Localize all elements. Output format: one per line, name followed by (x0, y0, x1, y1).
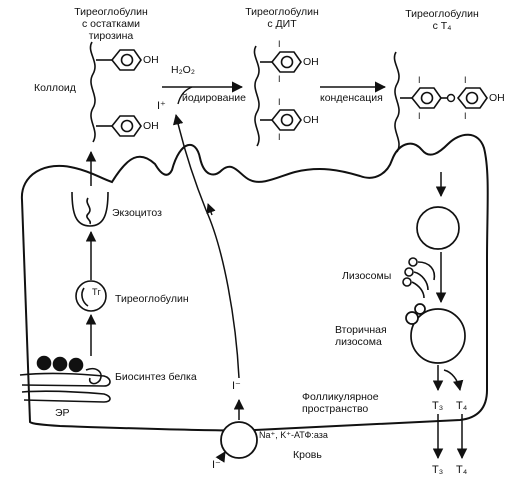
title-line: Тиреоглобулин (245, 6, 319, 18)
lysosomes-group (402, 257, 436, 299)
iodination-label: йодирование (182, 92, 246, 104)
t4-blood-label: T₄ (456, 464, 468, 476)
tyrosine-thyroglobulin-structure (89, 41, 142, 143)
iodine-label: I (464, 111, 467, 121)
iodine-label: I (418, 111, 421, 121)
iodine-label: I (278, 74, 281, 84)
iodide-cell-label: I⁻ (232, 380, 241, 392)
atpase-label: Na⁺, K⁺-АТФ:аза (259, 430, 328, 440)
iodine-label: I (278, 132, 281, 142)
label-line: лизосома (335, 336, 382, 348)
h2o2-label: H₂O₂ (171, 64, 195, 76)
iodide-blood-label: I⁻ (212, 459, 221, 471)
na-k-atpase-pump (220, 421, 258, 459)
iodine-cation-label: I⁺ (157, 100, 166, 112)
follicular-space-label: Фолликулярное пространство (302, 391, 379, 415)
t4-thyroglobulin-structure (393, 51, 488, 153)
label-line: пространство (302, 403, 369, 415)
dit-thyroglobulin-title: Тиреоглобулин с ДИТ (245, 6, 319, 30)
blood-label: Кровь (293, 449, 322, 461)
dit-thyroglobulin-structure (253, 45, 302, 147)
oh-label: OH (143, 120, 159, 132)
ether-oxygen (446, 93, 456, 103)
endocytic-vesicle (416, 206, 460, 250)
title-line: с T₄ (432, 20, 452, 32)
title-line: тирозина (88, 30, 134, 42)
er-ribosomes (19, 355, 111, 403)
protein-synthesis-label: Биосинтез белка (115, 371, 197, 383)
iodine-label: I (278, 97, 281, 107)
golgi-vesicle (75, 280, 107, 312)
arrow-iodide-small (206, 203, 216, 216)
t4-thyroglobulin-title: Тиреоглобулин с T₄ (405, 8, 479, 32)
arrow-lysosome-t4 (443, 369, 464, 392)
title-line: с остатками (81, 18, 141, 30)
t4-cell-label: T₄ (456, 400, 468, 412)
iodide-curve (177, 86, 193, 105)
colloid-label: Коллоид (34, 82, 76, 94)
condensation-label: конденсация (320, 92, 383, 104)
label-line: Фолликулярное (302, 391, 379, 403)
tyrosine-thyroglobulin-title: Тиреоглобулин с остатками тирозина (74, 6, 148, 42)
cell-membrane (20, 133, 489, 432)
iodine-label: I (418, 75, 421, 85)
t3-cell-label: T₃ (432, 400, 444, 412)
arrow-blood-to-pump (215, 451, 226, 463)
lysosomes-label: Лизосомы (342, 270, 392, 282)
arrow-iodide-to-colloid (172, 113, 240, 379)
iodine-label: I (464, 75, 467, 85)
oh-label: OH (303, 114, 319, 126)
oh-label: OH (489, 92, 505, 104)
oh-label: OH (303, 56, 319, 68)
oh-label: OH (143, 54, 159, 66)
iodine-label: I (278, 39, 281, 49)
t3-blood-label: T₃ (432, 464, 444, 476)
title-line: с ДИТ (267, 18, 297, 30)
er-label: ЭР (55, 407, 70, 419)
secondary-lysosome-label: Вторичная лизосома (335, 324, 387, 348)
title-line: Тиреоглобулин (74, 6, 148, 18)
thyroglobulin-label: Тиреоглобулин (115, 293, 189, 305)
tg-vesicle-label: Тг (92, 287, 101, 297)
title-line: Тиреоглобулин (405, 8, 479, 20)
label-line: Вторичная (335, 324, 387, 336)
secondary-lysosome (405, 303, 466, 364)
exocytosis-label: Экзоцитоз (112, 207, 162, 219)
exocytosis-vesicle (71, 191, 109, 227)
